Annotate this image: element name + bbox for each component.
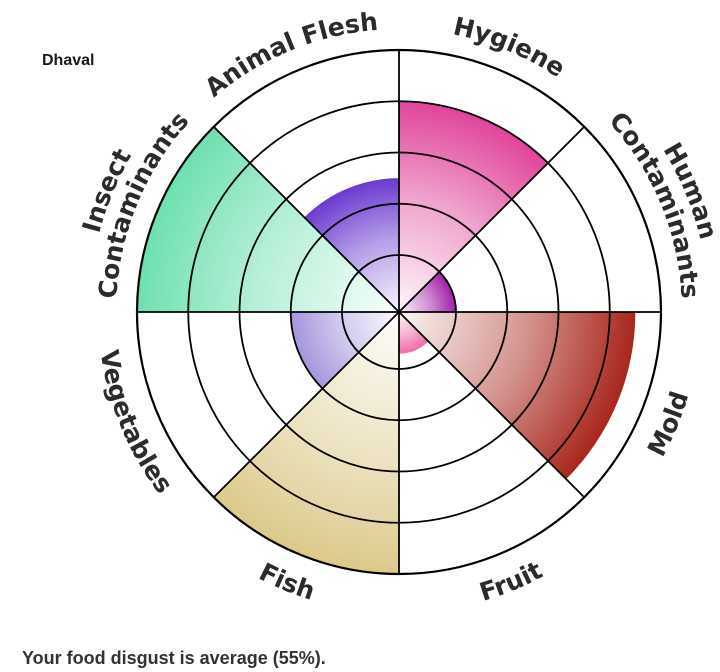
chart-spokes: [137, 50, 661, 574]
wedge-insect-contaminants: [137, 126, 399, 312]
wedge-fish: [213, 312, 399, 574]
wedge-fruit: [399, 312, 429, 354]
food-disgust-summary: Your food disgust is average (55%).: [22, 648, 326, 668]
category-label-vegetables: Vegetables: [95, 348, 179, 499]
category-label-fruit: Fruit: [476, 555, 547, 606]
category-label-fish: Fish: [255, 557, 319, 606]
wedge-animal-flesh: [304, 178, 399, 312]
user-name: Dhaval: [42, 52, 95, 69]
category-label-mold: Mold: [642, 388, 694, 461]
food-disgust-wheel-chart: HygieneHumanContaminantsMoldFruitFishVeg…: [77, 7, 720, 607]
spoke-2: [398, 126, 585, 313]
wedge-mold: [399, 312, 636, 480]
wedge-hygiene: [399, 101, 549, 312]
wedge-vegetables: [290, 312, 399, 389]
spoke-6: [213, 311, 400, 498]
spoke-8: [213, 126, 400, 313]
spoke-4: [398, 311, 585, 498]
category-label-hygiene: Hygiene: [451, 11, 571, 82]
wedge-human-contaminants: [399, 271, 456, 312]
chart-wedges: [137, 101, 636, 574]
